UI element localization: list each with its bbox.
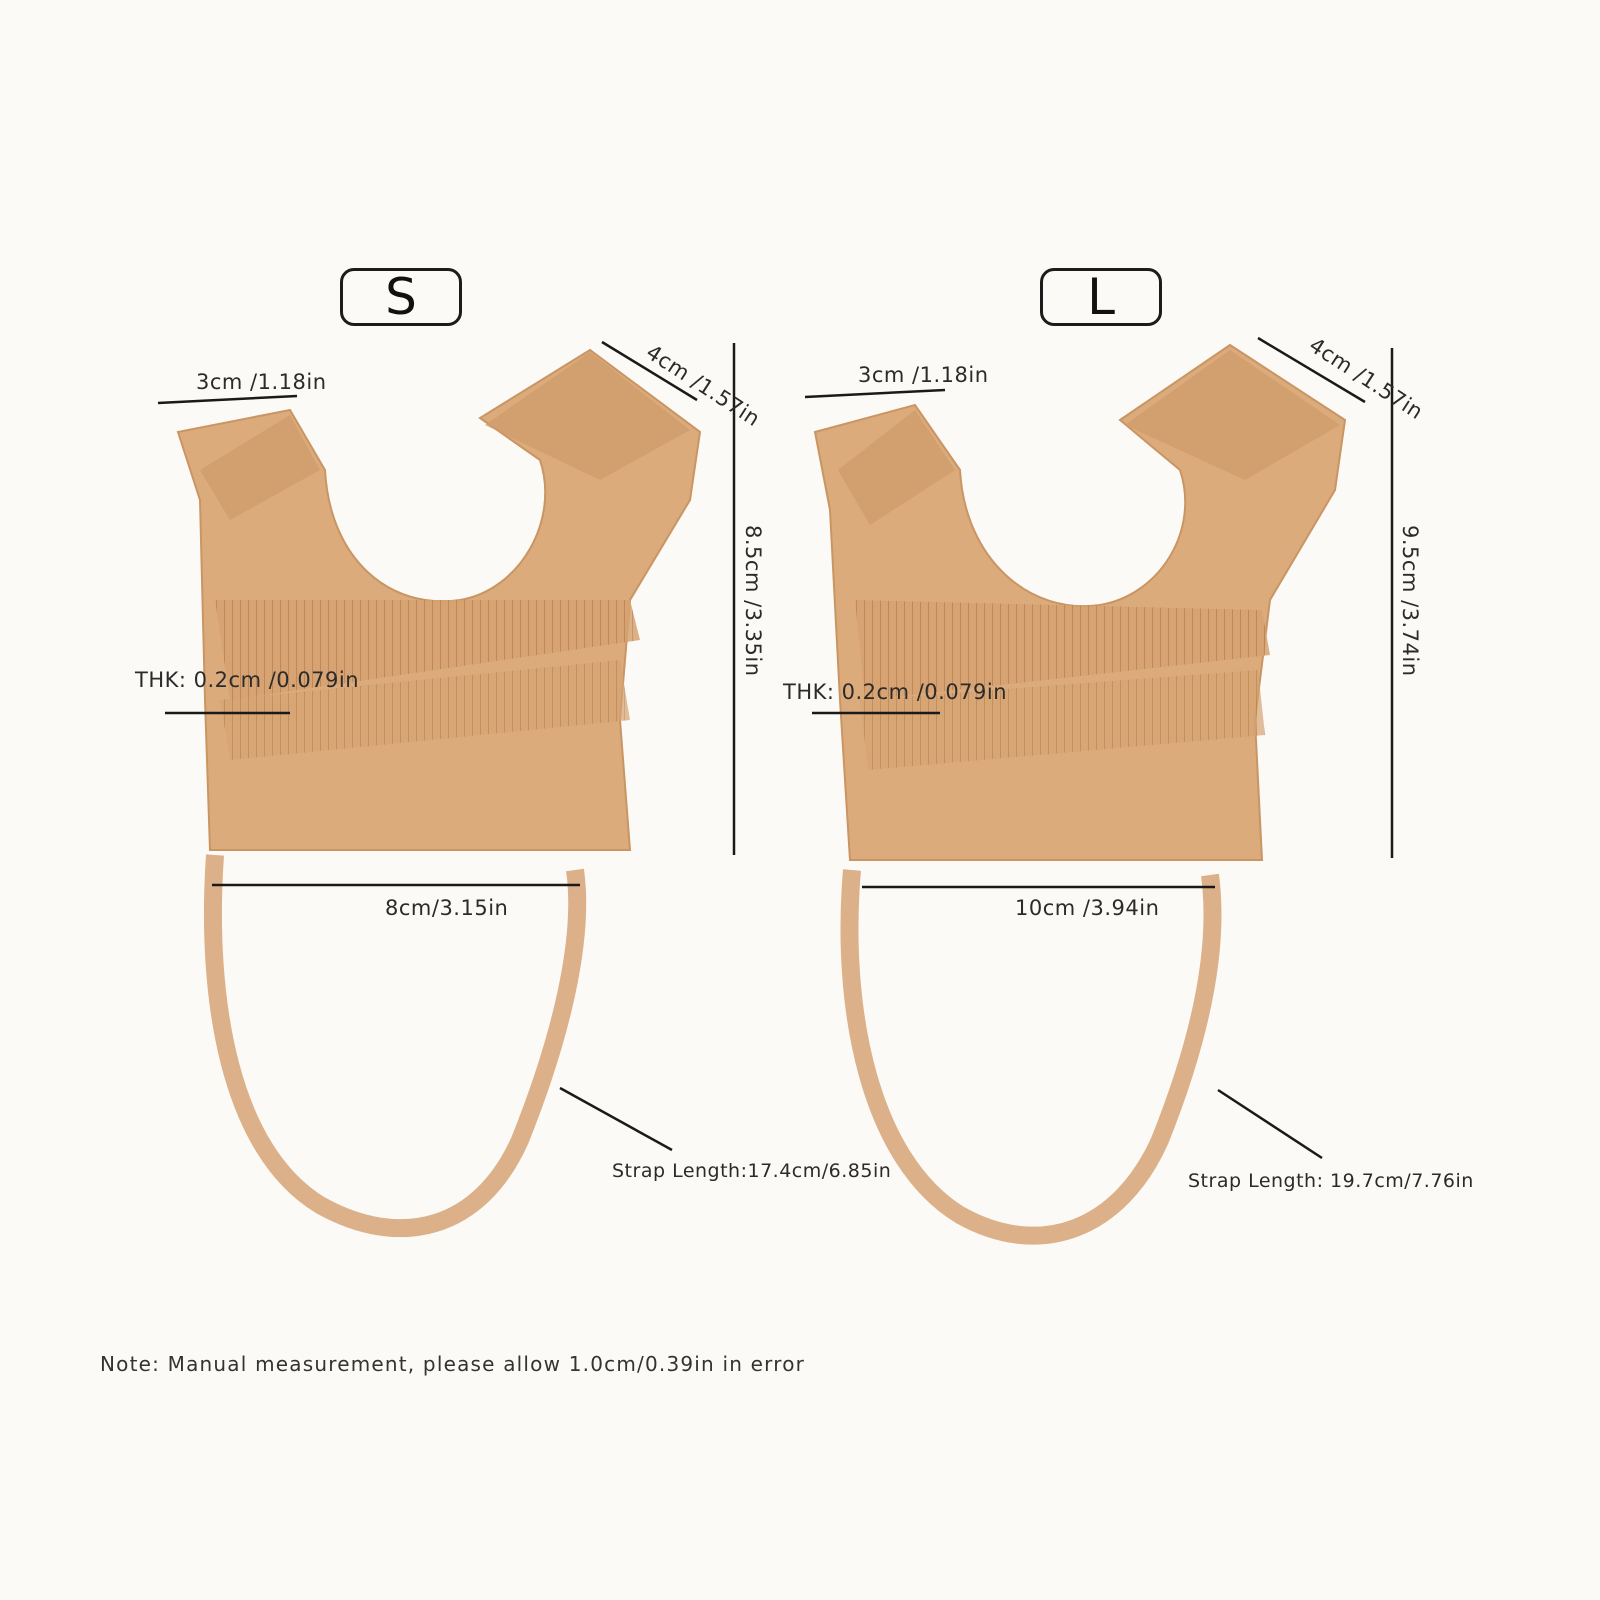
l-top-width-line (804, 388, 946, 399)
s-thickness-label: THK: 0.2cm /0.079in (135, 668, 360, 692)
l-strap-line (1217, 1088, 1323, 1160)
s-bottom-width-label: 8cm/3.15in (385, 896, 509, 920)
measurement-note: Note: Manual measurement, please allow 1… (100, 1352, 806, 1376)
l-bottom-width-label: 10cm /3.94in (1015, 896, 1160, 920)
size-badge-s: S (340, 268, 462, 326)
product-l-shoulder-band (1125, 350, 1340, 480)
product-s-cross-strap-2 (220, 660, 630, 760)
product-l-cross-strap-1 (855, 600, 1270, 700)
s-height-label: 8.5cm /3.35in (741, 525, 765, 677)
s-strap-line (559, 1086, 673, 1152)
product-l-left-band (838, 410, 955, 525)
l-diag-width-line (1257, 336, 1366, 404)
s-top-width-label: 3cm /1.18in (196, 370, 327, 394)
product-s-left-band (200, 415, 320, 520)
l-strap-length-label: Strap Length: 19.7cm/7.76in (1188, 1170, 1474, 1192)
product-s-strap (203, 854, 587, 1238)
s-top-width-line (157, 394, 298, 405)
s-diag-width-line (601, 340, 698, 402)
product-l-strap (840, 869, 1222, 1245)
l-top-width-label: 3cm /1.18in (858, 363, 989, 387)
measurement-lines (157, 336, 1394, 1160)
product-s-image (176, 348, 702, 1238)
product-s-shoulder-band (485, 352, 690, 480)
l-height-label: 9.5cm /3.74in (1398, 525, 1422, 677)
s-strap-length-label: Strap Length:17.4cm/6.85in (612, 1160, 892, 1182)
product-s-cross-strap-1 (215, 600, 640, 700)
product-l-cross-strap-2 (860, 670, 1265, 770)
l-thickness-label: THK: 0.2cm /0.079in (783, 680, 1008, 704)
product-l-image (813, 343, 1347, 1245)
size-badge-l: L (1040, 268, 1162, 326)
